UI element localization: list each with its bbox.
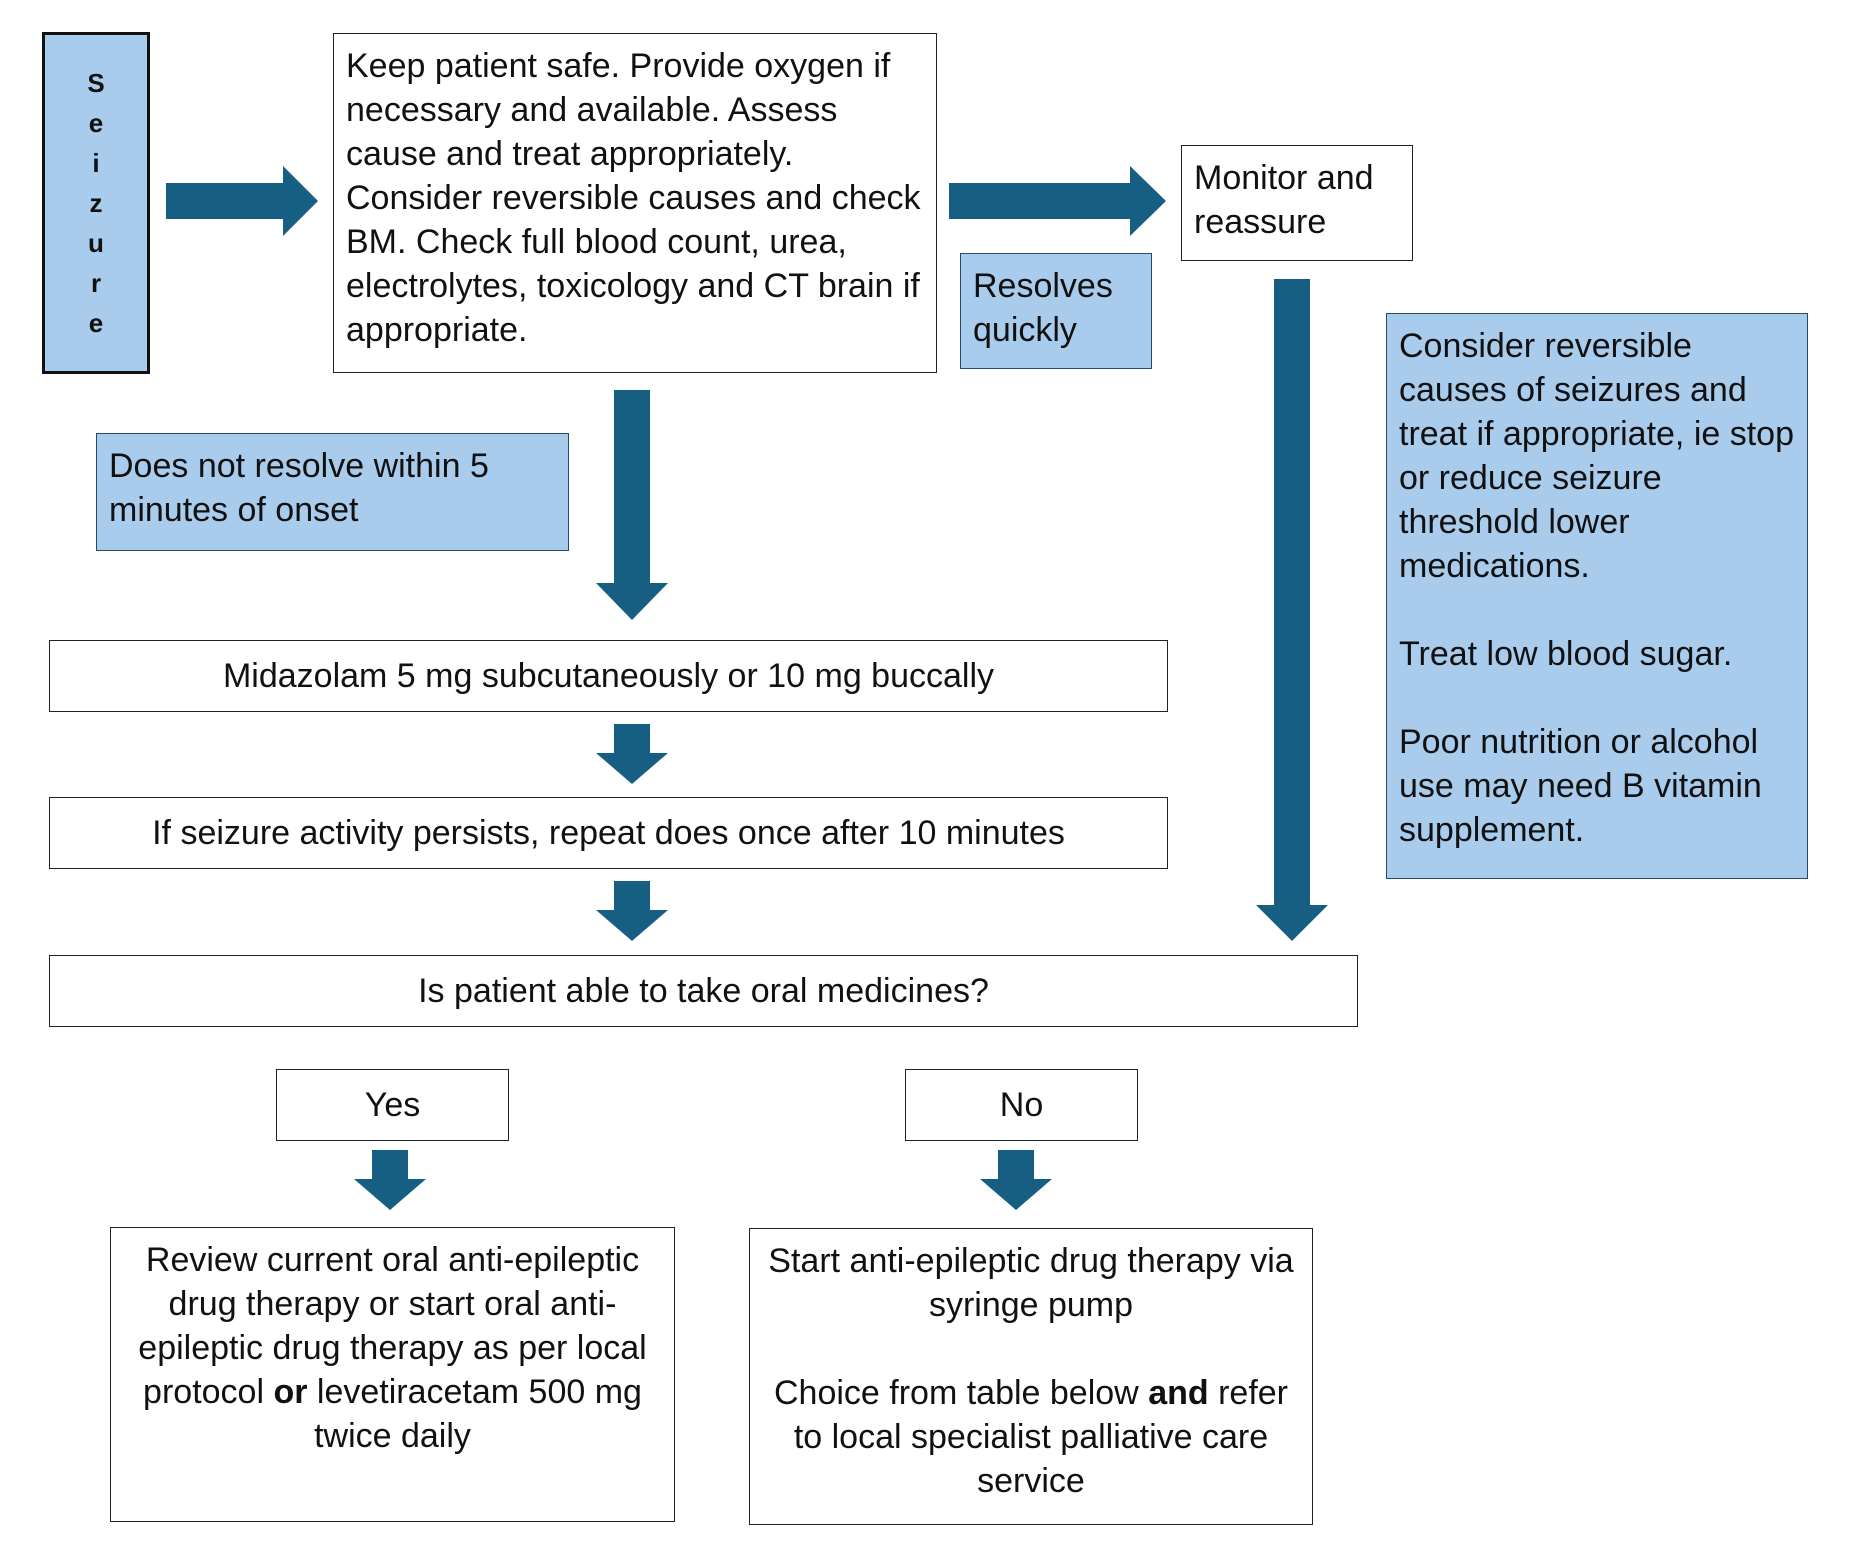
yes-action-bold: or — [273, 1373, 308, 1411]
repeat-dose-box: If seizure activity persists, repeat doe… — [49, 797, 1168, 869]
oral-medicine-question-box: Is patient able to take oral medicines? — [49, 955, 1358, 1027]
no-text: No — [999, 1086, 1044, 1124]
no-action-text-1: Choice from table below — [774, 1374, 1149, 1412]
yes-action-text-1: Review current oral anti-epileptic drug … — [138, 1241, 647, 1411]
seizure-letter: u — [88, 228, 104, 258]
side-note-para-3: Poor nutrition or alcohol use may need B… — [1399, 723, 1762, 849]
yes-action-box: Review current oral anti-epileptic drug … — [110, 1227, 675, 1522]
no-box: No — [905, 1069, 1138, 1141]
side-note-para-2: Treat low blood sugar. — [1399, 635, 1733, 673]
yes-action-text-2: levetiracetam 500 mg twice daily — [307, 1373, 642, 1455]
monitor-box: Monitor and reassure — [1181, 145, 1413, 261]
arrow-monitor-to-question — [1256, 279, 1328, 941]
no-action-bold: and — [1148, 1374, 1209, 1412]
no-action-box: Start anti-epileptic drug therapy via sy… — [749, 1228, 1313, 1525]
monitor-text: Monitor and reassure — [1194, 159, 1374, 241]
seizure-letter: z — [89, 188, 103, 218]
initial-action-box: Keep patient safe. Provide oxygen if nec… — [333, 33, 937, 373]
seizure-letter: e — [88, 308, 104, 338]
arrow-seizure-to-action — [166, 166, 318, 236]
no-action-text-2: refer to local specialist palliative car… — [793, 1374, 1288, 1500]
seizure-letter: i — [92, 148, 100, 178]
no-action-line-1: Start anti-epileptic drug therapy via sy… — [768, 1242, 1294, 1324]
side-note-box: Consider reversible causes of seizures a… — [1386, 313, 1808, 879]
midazolam-box: Midazolam 5 mg subcutaneously or 10 mg b… — [49, 640, 1168, 712]
seizure-letter: e — [88, 108, 104, 138]
arrow-repeat-to-question — [596, 881, 668, 941]
yes-text: Yes — [364, 1086, 421, 1124]
yes-box: Yes — [276, 1069, 509, 1141]
not-resolve-text: Does not resolve within 5 minutes of ons… — [109, 447, 489, 529]
not-resolve-label: Does not resolve within 5 minutes of ons… — [96, 433, 569, 551]
arrow-no-to-action — [980, 1150, 1052, 1210]
arrow-midazolam-to-repeat — [596, 724, 668, 784]
seizure-letter: r — [90, 268, 102, 298]
resolves-quickly-label: Resolves quickly — [960, 253, 1152, 369]
resolves-quickly-text: Resolves quickly — [973, 267, 1113, 349]
seizure-letter: S — [87, 68, 105, 98]
arrow-yes-to-action — [354, 1150, 426, 1210]
repeat-dose-text: If seizure activity persists, repeat doe… — [152, 814, 1065, 852]
midazolam-text: Midazolam 5 mg subcutaneously or 10 mg b… — [222, 657, 995, 695]
oral-medicine-question-text: Is patient able to take oral medicines? — [418, 972, 989, 1010]
arrow-action-to-monitor — [949, 166, 1166, 236]
initial-action-text: Keep patient safe. Provide oxygen if nec… — [346, 47, 921, 349]
arrow-action-to-midazolam — [596, 390, 668, 620]
side-note-para-1: Consider reversible causes of seizures a… — [1399, 327, 1795, 585]
